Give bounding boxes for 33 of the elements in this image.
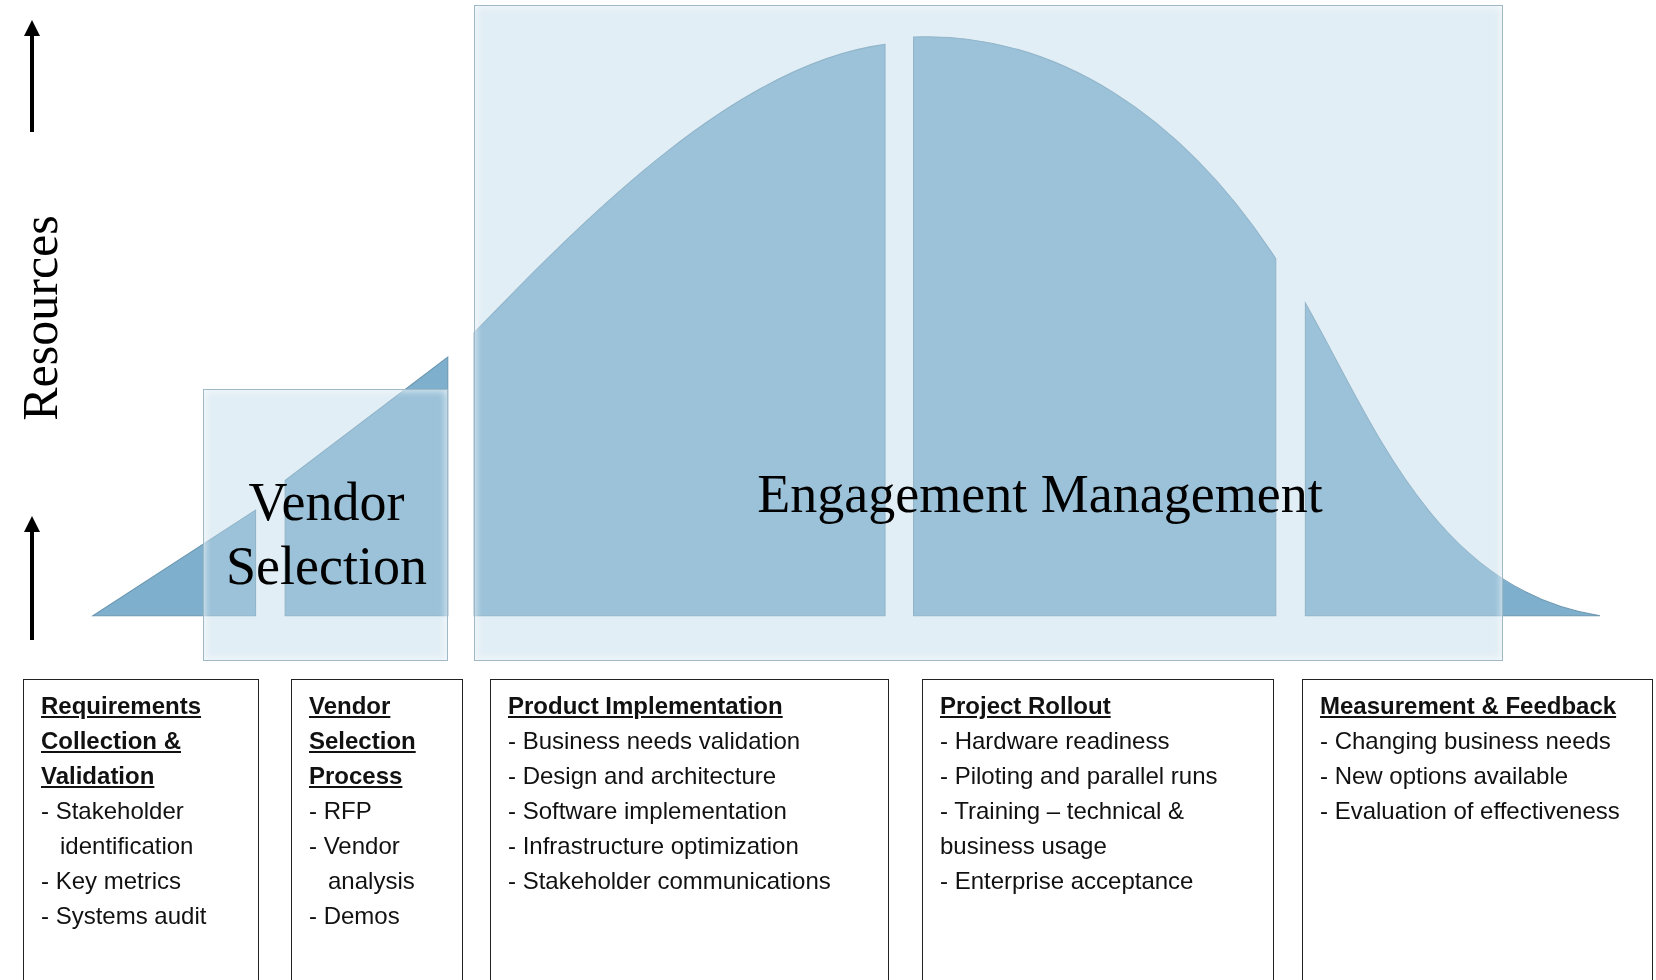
list-item: - Evaluation of effectiveness xyxy=(1320,796,1621,826)
list-item: - Enterprise acceptance xyxy=(940,866,1195,896)
list-item: - New options available xyxy=(1320,761,1570,791)
list-item: - Demos xyxy=(309,901,401,931)
phase-box xyxy=(1302,679,1653,980)
list-item: - Infrastructure optimization xyxy=(508,831,800,861)
phase-heading: Measurement & Feedback xyxy=(1320,691,1617,721)
list-item: - Piloting and parallel runs xyxy=(940,761,1219,791)
list-item: - Business needs validation xyxy=(508,726,802,756)
list-item: - Hardware readiness xyxy=(940,726,1171,756)
phase-box xyxy=(291,679,463,980)
phase-box xyxy=(922,679,1274,980)
band-title: Vendor Selection xyxy=(225,471,428,598)
list-item: - Training – technical & business usage xyxy=(940,796,1186,861)
phase-heading: Project Rollout xyxy=(940,691,1111,721)
list-item: - Systems audit xyxy=(41,901,208,931)
phase-heading: Requirements Collection & Validation xyxy=(41,691,203,791)
phase-heading: Product Implementation xyxy=(508,691,783,721)
list-item: - Key metrics xyxy=(41,866,182,896)
list-item: - Design and architecture xyxy=(508,761,778,791)
list-item: - Stakeholder communications xyxy=(508,866,832,896)
axis-label: Resources xyxy=(11,214,69,423)
phase-heading: Vendor Selection Process xyxy=(309,691,417,791)
list-item: - Stakeholder identification xyxy=(41,796,195,861)
vendor-selection-band xyxy=(203,389,448,661)
list-item: - RFP xyxy=(309,796,373,826)
band-title: Engagement Management xyxy=(756,463,1324,526)
phase-box xyxy=(23,679,259,980)
engagement-band xyxy=(474,5,1503,661)
list-item: - Changing business needs xyxy=(1320,726,1612,756)
list-item: - Software implementation xyxy=(508,796,788,826)
phase-box xyxy=(490,679,889,980)
list-item: - Vendor analysis xyxy=(309,831,416,896)
